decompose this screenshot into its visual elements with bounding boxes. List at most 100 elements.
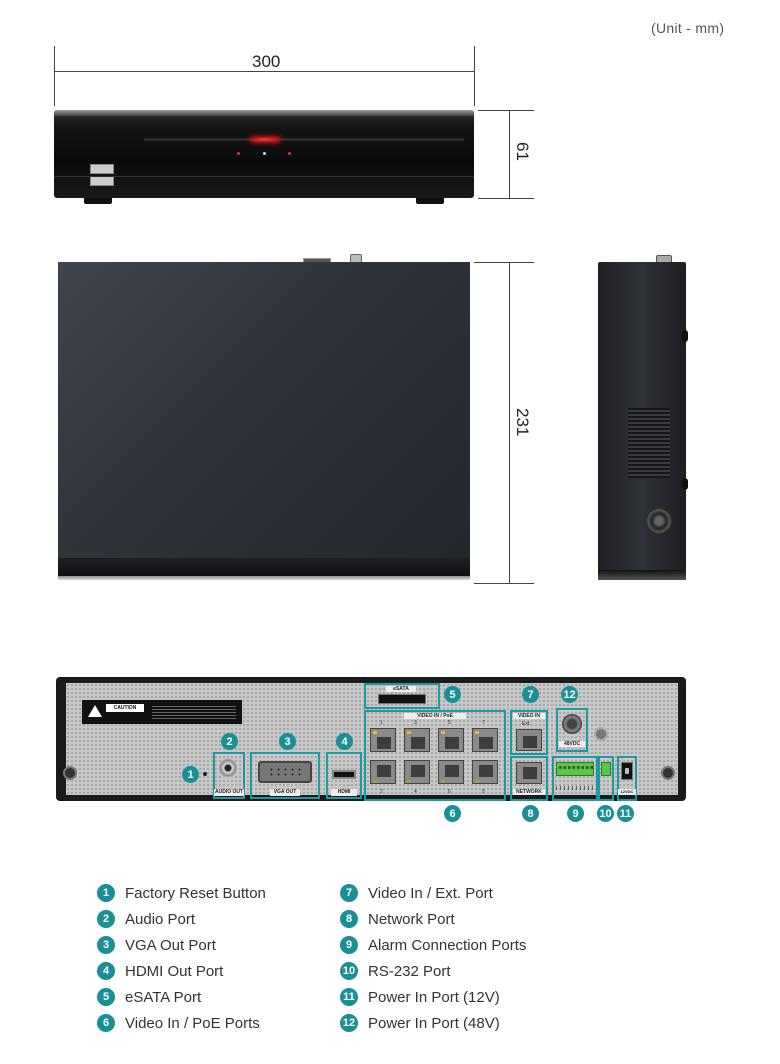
legend-item-4: 4 HDMI Out Port [97,958,266,984]
poe-port-2-socket [377,765,391,777]
poe-port-6-socket [445,765,459,777]
poe-port-8[interactable] [472,760,498,784]
depth-extension-bottom [474,583,534,584]
poe-port-2-led [373,780,377,783]
power-48v-highlight [556,708,588,752]
audio-out-label: AUDIO OUT [214,789,244,796]
vga-port[interactable] [258,761,312,783]
alarm-ports-highlight [552,756,598,801]
callout-11: 11 [617,805,634,822]
ext-label: Ext. [522,721,531,727]
front-bottom-line [54,176,474,177]
poe-port-6[interactable] [438,760,464,784]
legend-label-4: HDMI Out Port [125,962,224,980]
front-usb-port-2 [90,176,114,186]
legend-badge-4: 4 [97,962,115,980]
side-vent-grille [628,408,670,478]
video-in-ext-highlight [510,710,548,755]
callout-5: 5 [444,686,461,703]
legend-label-7: Video In / Ext. Port [368,884,493,902]
vga-pins [268,767,302,778]
width-extension-right [474,46,475,106]
poe-port-3-led [407,731,411,734]
legend-label-9: Alarm Connection Ports [368,936,527,954]
vga-out-label: VGA OUT [270,789,300,796]
caution-warning-icon [88,705,102,717]
rear-ground-screw [594,727,608,741]
poe-port-number-8: 8 [482,789,485,795]
poe-port-4-socket [411,765,425,777]
power-12v-pin [625,768,629,774]
factory-reset-button[interactable] [203,772,207,776]
width-dimension-line [54,71,474,72]
side-bnc-connector [646,508,672,534]
legend-badge-5: 5 [97,988,115,1006]
legend-badge-9: 9 [340,936,358,954]
callout-1: 1 [182,766,199,783]
poe-port-7[interactable] [472,728,498,752]
poe-port-8-led [475,780,479,783]
top-view [58,262,470,580]
callout-2: 2 [221,733,238,750]
front-usb-port-1 [90,164,114,174]
callout-4: 4 [336,733,353,750]
poe-port-1[interactable] [370,728,396,752]
alarm-terminal-screws [558,765,594,770]
video-in-ext-port[interactable] [516,729,542,751]
legend-label-2: Audio Port [125,910,196,928]
audio-port-highlight [213,752,245,799]
height-dimension-value: 61 [513,142,532,161]
poe-port-3-socket [411,737,425,749]
caution-fine-print [152,704,236,720]
legend-item-2: 2 Audio Port [97,906,266,932]
callout-10: 10 [597,805,614,822]
depth-extension-top [474,262,534,263]
poe-port-5[interactable] [438,728,464,752]
hdmi-port-highlight [326,752,362,799]
legend-badge-1: 1 [97,884,115,902]
hdmi-label: HDMI [331,789,357,796]
unit-note: (Unit - mm) [651,20,725,36]
esata-label: eSATA [386,686,416,692]
front-view [54,110,474,198]
legend-item-3: 3 VGA Out Port [97,932,266,958]
poe-port-2[interactable] [370,760,396,784]
poe-port-4[interactable] [404,760,430,784]
top-view-front-edge [58,558,470,580]
audio-port[interactable] [218,758,238,778]
callout-12: 12 [561,686,578,703]
power-12v-label: 12VDC [618,789,636,795]
legend-badge-2: 2 [97,910,115,928]
poe-port-5-socket [445,737,459,749]
rs232-terminal[interactable] [601,762,611,776]
power-48v-port[interactable] [562,714,582,734]
power-48v-label: 48VDC [559,741,585,747]
hdmi-port[interactable] [332,770,356,779]
rs232-port-highlight [598,756,614,801]
network-label: NETWORK [513,789,545,795]
width-dimension-value: 300 [252,52,281,71]
depth-dimension-value: 231 [513,408,532,437]
alarm-terminal-block[interactable] [556,762,594,776]
poe-port-4-led [407,780,411,783]
poe-port-3[interactable] [404,728,430,752]
legend-badge-3: 3 [97,936,115,954]
network-port[interactable] [516,762,542,784]
poe-port-number-4: 4 [414,789,417,795]
poe-port-number-7: 7 [482,720,485,726]
side-view [598,262,688,580]
esata-port[interactable] [378,694,426,704]
legend-label-3: VGA Out Port [125,936,216,954]
power-12v-highlight [617,756,637,801]
callout-6: 6 [444,805,461,822]
side-knob-top [682,330,688,342]
power-12v-port[interactable] [621,762,633,780]
video-in-label: VIDEO IN [513,713,545,719]
